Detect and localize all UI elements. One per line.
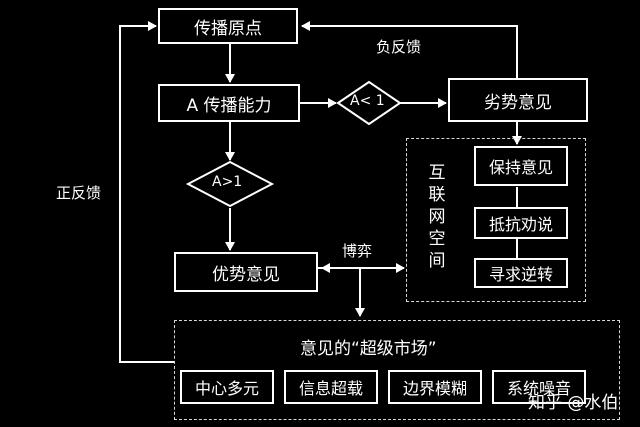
arrow-positive-feedback: [119, 21, 174, 363]
node-reverse: 寻求逆转: [474, 258, 568, 288]
internet-space-region: [406, 138, 586, 302]
node-inferior: 劣势意见: [448, 78, 588, 122]
positive-feedback-label: 正反馈: [56, 184, 102, 202]
decision-greater-label: A>1: [212, 174, 243, 190]
node-superior: 优势意见: [174, 252, 318, 292]
node-resist: 抵抗劝说: [474, 207, 568, 239]
node-origin: 传播原点: [158, 8, 298, 44]
market-item-blur: 边界模糊: [388, 370, 482, 404]
decision-diamond-greater: [185, 160, 275, 208]
decision-diamond-less: [336, 80, 402, 126]
super-market-region: [174, 320, 620, 420]
arrow-negative-feedback: [301, 21, 518, 78]
internet-space-label: 互联网空间: [428, 163, 446, 271]
node-keep: 保持意见: [474, 146, 568, 186]
node-ability: A 传播能力: [158, 84, 300, 122]
market-item-noise: 系统噪音: [492, 370, 586, 404]
watermark-text: 知乎 @水伯: [528, 393, 619, 413]
market-item-center: 中心多元: [180, 370, 274, 404]
negative-feedback-label: 负反馈: [376, 38, 422, 56]
game-label: 博弈: [342, 242, 373, 260]
decision-less-label: A< 1: [350, 93, 385, 109]
market-item-overload: 信息超载: [284, 370, 378, 404]
super-market-title: 意见的“超级市场”: [300, 339, 437, 359]
